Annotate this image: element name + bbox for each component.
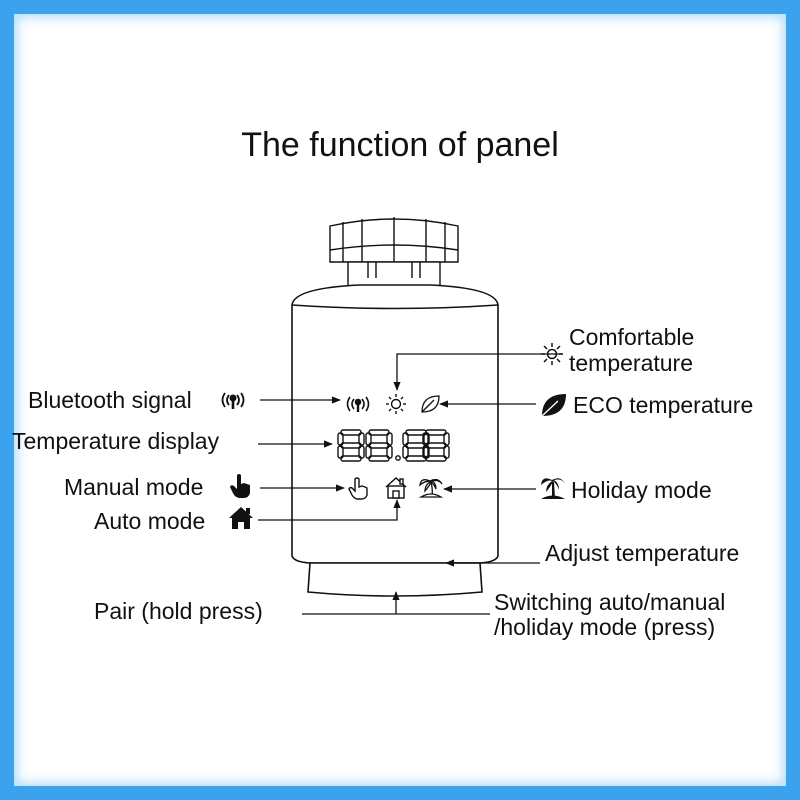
bluetooth-label: Bluetooth signal (28, 387, 192, 413)
page-title: The function of panel (241, 126, 559, 164)
sun-icon (386, 394, 406, 414)
switching-label-line1: Switching auto/manual (494, 589, 726, 615)
hand-icon (348, 477, 368, 500)
temperature-display-label: Temperature display (12, 428, 220, 454)
comfortable-label-line1: Comfortable (569, 324, 695, 350)
manual-label-hand-icon (230, 474, 250, 498)
comfortable-label-sun-icon (541, 343, 563, 365)
adjust-ring (307, 562, 483, 597)
comfortable-label-line2: temperature (569, 350, 694, 376)
thermostat-cap (329, 217, 459, 287)
holiday-label-palm-icon (541, 478, 565, 499)
switching-label-line2: /holiday mode (press) (494, 614, 716, 640)
auto-label-house-icon (229, 507, 253, 529)
bluetooth-icon (346, 396, 370, 412)
eco-label: ECO temperature (573, 392, 754, 418)
auto-mode-label: Auto mode (94, 508, 206, 534)
palm-icon (418, 478, 444, 498)
temperature-display-digits (337, 429, 450, 462)
house-icon (385, 477, 407, 499)
auto-mode-leader (258, 499, 401, 521)
pair-label: Pair (hold press) (94, 598, 263, 624)
comfortable-leader (393, 353, 562, 391)
adjust-temperature-label: Adjust temperature (545, 540, 740, 566)
eco-label-leaf-icon (541, 394, 566, 417)
leaf-icon (421, 395, 440, 413)
manual-mode-label: Manual mode (64, 474, 204, 500)
holiday-label: Holiday mode (571, 477, 712, 503)
thermostat-body (291, 284, 499, 564)
bluetooth-label-icon (221, 392, 245, 409)
